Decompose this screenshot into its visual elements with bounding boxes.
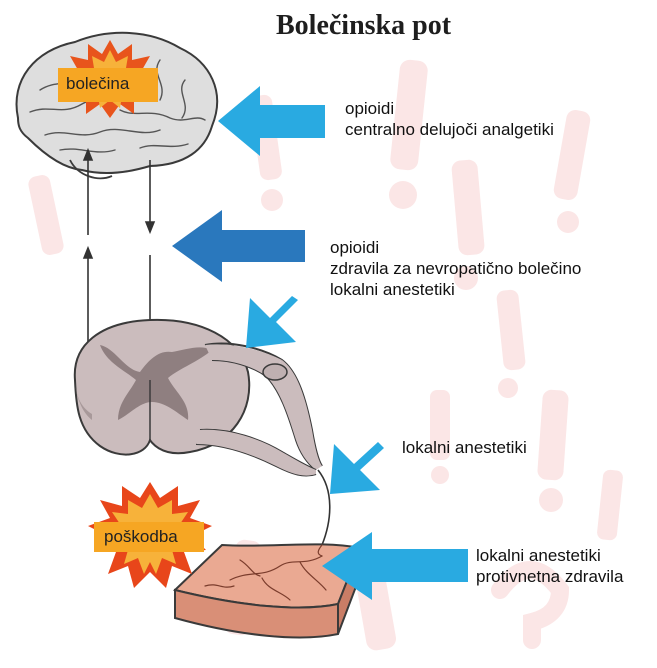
spinal-drug-1: opioidi	[330, 237, 581, 258]
arrow-spinal-horizontal	[172, 210, 305, 282]
ascending-pathway	[84, 150, 92, 350]
tissue-drug-2: protivnetna zdravila	[476, 566, 623, 587]
arrow-spinal-diagonal	[246, 296, 298, 348]
tissue-block-illustration	[175, 544, 360, 637]
brain-drug-2: centralno delujoči analgetiki	[345, 119, 554, 140]
spinal-drug-3: lokalni anestetiki	[330, 279, 581, 300]
diagram-title: Bolečinska pot	[0, 10, 657, 42]
spinal-annotation: opioidi zdravila za nevropatično bolečin…	[330, 237, 581, 300]
nerve-drug-1: lokalni anestetiki	[402, 437, 527, 458]
descending-pathway	[146, 160, 154, 338]
brain-annotation: opioidi centralno delujoči analgetiki	[345, 98, 554, 140]
nerve-annotation: lokalni anestetiki	[402, 437, 527, 458]
brain-drug-1: opioidi	[345, 98, 554, 119]
tissue-drug-1: lokalni anestetiki	[476, 545, 623, 566]
spinal-drug-2: zdravila za nevropatično bolečino	[330, 258, 581, 279]
tissue-annotation: lokalni anestetiki protivnetna zdravila	[476, 545, 623, 587]
injury-label: poškodba	[104, 527, 178, 547]
arrow-nerve	[330, 442, 384, 494]
pain-label: bolečina	[66, 74, 129, 94]
